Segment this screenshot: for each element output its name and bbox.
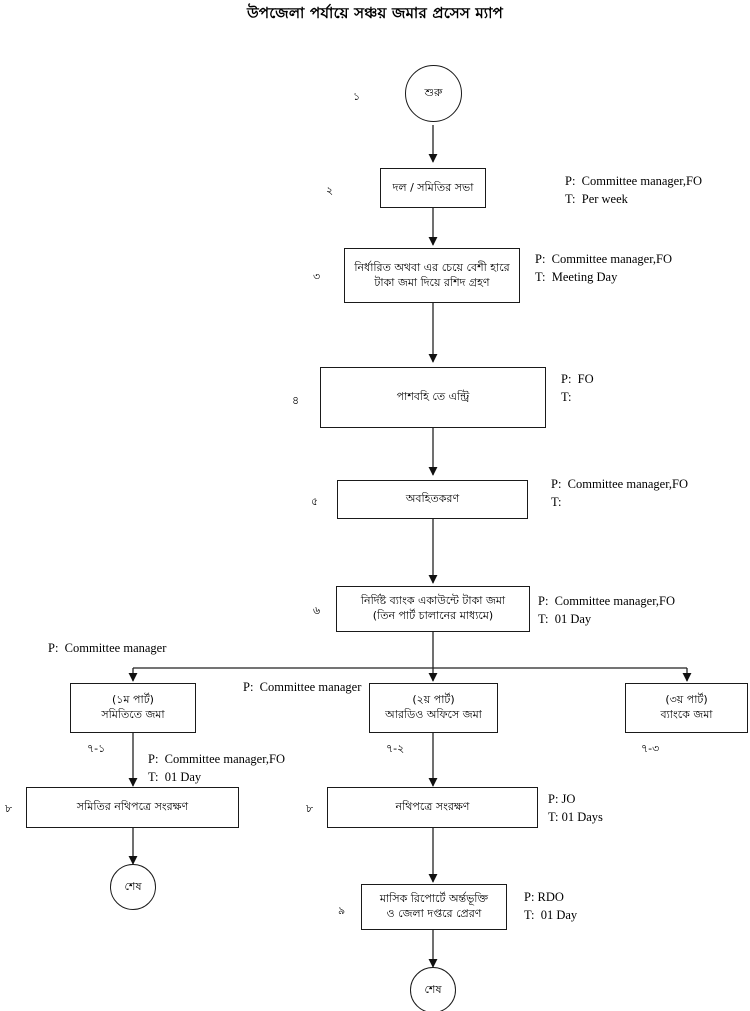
annotation-5-person: P: Committee manager,FO xyxy=(551,477,688,491)
annotation-7b: P: Committee manager xyxy=(243,678,361,696)
annotation-8a-person: P: Committee manager,FO xyxy=(148,752,285,766)
annotation-8b-time: T: 01 Days xyxy=(548,810,603,825)
terminator-end-left: শেষ xyxy=(110,864,156,910)
step-number-3: ৩ xyxy=(313,270,321,283)
process-node-7c: (৩য় পার্ট) ব্যাংকে জমা xyxy=(625,683,748,733)
page-title: উপজেলা পর্যায়ে সঞ্চয় জমার প্রসেস ম্যাপ xyxy=(246,4,504,22)
annotation-8a: P: Committee manager,FO T: 01 Day xyxy=(148,750,285,786)
process-node-7c-line2: ব্যাংকে জমা xyxy=(660,708,713,721)
step-number-9: ৯ xyxy=(338,904,346,917)
annotation-6-time: T: 01 Day xyxy=(538,612,592,627)
annotation-2: P: Committee manager,FO T: Per week xyxy=(565,172,702,208)
annotation-6-person: P: Committee manager,FO xyxy=(538,594,675,608)
terminator-end-bottom: শেষ xyxy=(410,967,456,1011)
process-node-6: নির্দিষ্ট ব্যাংক একাউন্টে টাকা জমা (তিন … xyxy=(336,586,530,632)
annotation-2-time: T: Per week xyxy=(565,192,628,207)
process-node-3-line2: টাকা জমা দিয়ে রশিদ গ্রহণ xyxy=(374,275,490,289)
process-node-5: অবহিতকরণ xyxy=(337,480,528,519)
annotation-3: P: Committee manager,FO T: Meeting Day xyxy=(535,250,672,286)
annotation-5-time: T: xyxy=(551,495,562,510)
process-node-8a-line1: সমিতির নথিপত্রে সংরক্ষণ xyxy=(76,800,189,814)
process-node-2: দল / সমিতির সভা xyxy=(380,168,486,208)
annotation-3-time: T: Meeting Day xyxy=(535,270,618,285)
process-node-9-line2: ও জেলা দপ্তরে প্রেরণ xyxy=(386,907,482,920)
step-number-4: ৪ xyxy=(292,394,300,407)
step-number-7c: ৭-৩ xyxy=(641,742,660,755)
annotation-4-time: T: xyxy=(561,390,572,405)
step-number-8b: ৮ xyxy=(306,802,314,815)
annotation-6: P: Committee manager,FO T: 01 Day xyxy=(538,592,675,628)
process-node-7b-line1: (২য় পার্ট) xyxy=(412,693,455,707)
annotation-9: P: RDO T: 01 Day xyxy=(524,888,577,924)
annotation-7b-person: P: Committee manager xyxy=(243,680,362,694)
process-node-9: মাসিক রিপোর্টে অর্ন্তভূক্তি ও জেলা দপ্তর… xyxy=(361,884,507,930)
process-node-8a: সমিতির নথিপত্রে সংরক্ষণ xyxy=(26,787,239,828)
step-number-6: ৬ xyxy=(313,604,321,617)
process-node-9-line1: মাসিক রিপোর্টে অর্ন্তভূক্তি xyxy=(379,892,489,906)
terminator-end-bottom-label: শেষ xyxy=(424,982,442,996)
step-number-2: ২ xyxy=(326,184,334,197)
annotation-3-person: P: Committee manager,FO xyxy=(535,252,672,266)
step-number-1: ১ xyxy=(353,90,361,103)
process-node-8b-line1: নথিপত্রে সংরক্ষণ xyxy=(395,800,470,814)
step-number-5: ৫ xyxy=(311,495,319,508)
process-node-3-line1: নির্ধারিত অথবা এর চেয়ে বেশী হারে xyxy=(354,260,510,274)
annotation-7a-person: P: Committee manager xyxy=(48,641,167,655)
process-node-7b-line2: আরডিও অফিসে জমা xyxy=(385,708,482,721)
annotation-4-person: P: FO xyxy=(561,372,594,386)
annotation-5: P: Committee manager,FO T: xyxy=(551,475,688,511)
annotation-8a-time: T: 01 Day xyxy=(148,770,202,785)
step-number-7b: ৭-২ xyxy=(386,742,405,755)
step-number-8a: ৮ xyxy=(5,802,13,815)
step-number-7a: ৭-১ xyxy=(87,742,106,755)
process-node-8b: নথিপত্রে সংরক্ষণ xyxy=(327,787,538,828)
process-node-7a-line2: সমিতিতে জমা xyxy=(101,708,165,721)
annotation-8b-person: P: JO xyxy=(548,792,576,806)
process-node-4: পাশবহি তে এন্ট্রি xyxy=(320,367,546,428)
annotation-7a: P: Committee manager xyxy=(48,639,166,657)
annotation-9-person: P: RDO xyxy=(524,890,564,904)
terminator-start: শুরু xyxy=(405,65,462,122)
process-node-6-line1: নির্দিষ্ট ব্যাংক একাউন্টে টাকা জমা xyxy=(360,594,506,608)
annotation-9-time: T: 01 Day xyxy=(524,908,578,923)
process-node-6-line2: (তিন পার্ট চালানের মাধ্যমে) xyxy=(372,609,494,622)
process-node-5-line1: অবহিতকরণ xyxy=(405,492,460,506)
process-node-2-line1: দল / সমিতির সভা xyxy=(392,180,474,194)
annotation-4: P: FO T: xyxy=(561,370,594,406)
annotation-2-person: P: Committee manager,FO xyxy=(565,174,702,188)
process-node-3: নির্ধারিত অথবা এর চেয়ে বেশী হারে টাকা জ… xyxy=(344,248,520,303)
annotation-8b: P: JO T: 01 Days xyxy=(548,790,603,826)
terminator-start-label: শুরু xyxy=(424,86,443,99)
terminator-end-left-label: শেষ xyxy=(124,879,142,893)
process-node-7a-line1: (১ম পার্ট) xyxy=(112,693,154,707)
process-node-4-line1: পাশবহি তে এন্ট্রি xyxy=(396,390,470,404)
process-node-7a: (১ম পার্ট) সমিতিতে জমা xyxy=(70,683,196,733)
process-node-7b: (২য় পার্ট) আরডিও অফিসে জমা xyxy=(369,683,498,733)
process-node-7c-line1: (৩য় পার্ট) xyxy=(665,693,708,707)
